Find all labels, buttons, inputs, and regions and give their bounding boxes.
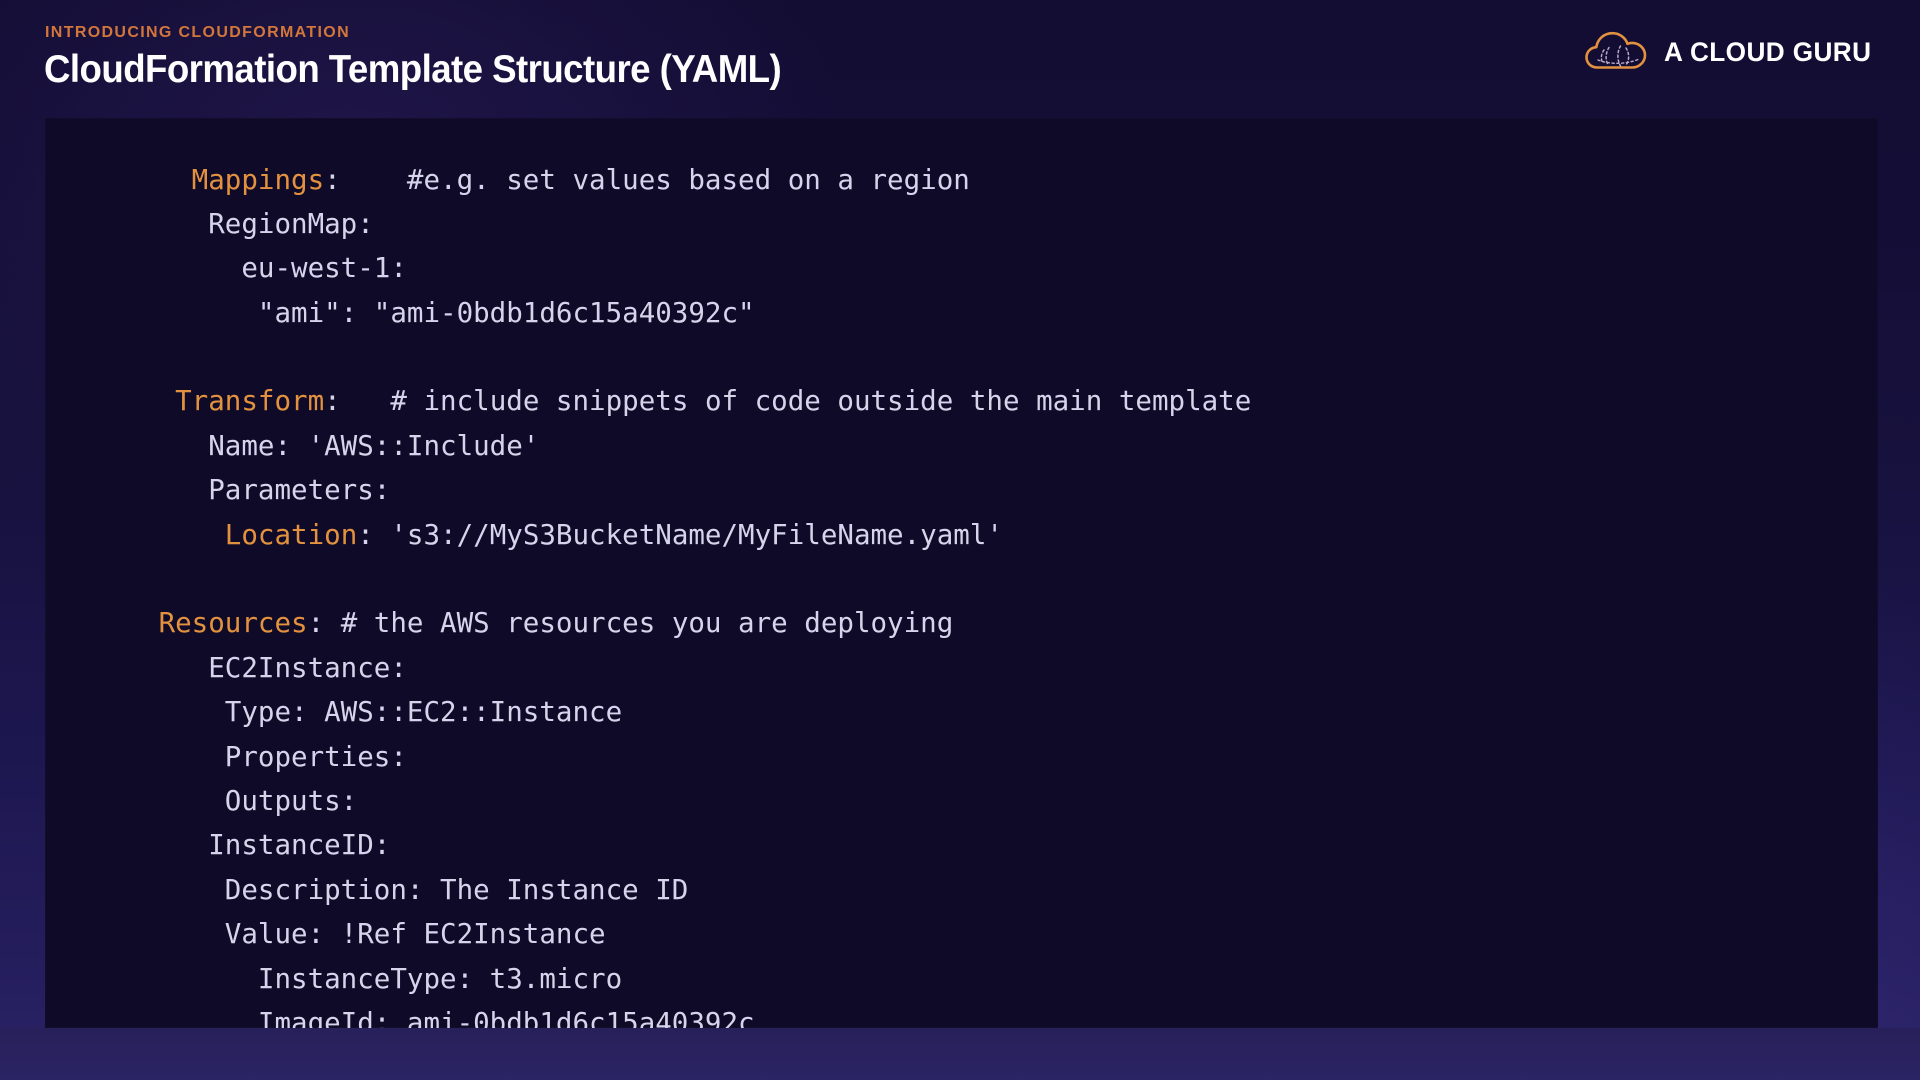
code-text: InstanceID: (142, 829, 391, 862)
code-text: : #e.g. set values based on a region (324, 163, 970, 196)
code-line: Location: 's3://MyS3BucketName/MyFileNam… (45, 513, 1878, 557)
code-text: Properties: (142, 740, 407, 773)
yaml-code-block: Mappings: #e.g. set values based on a re… (45, 146, 1878, 1046)
code-line: Resources: # the AWS resources you are d… (45, 601, 1878, 645)
slide-header: INTRODUCING CLOUDFORMATION CloudFormatio… (0, 0, 1920, 118)
code-line (45, 557, 1878, 601)
code-text: eu-west-1: (142, 252, 407, 285)
bottom-band (0, 1028, 1920, 1080)
code-panel: Mappings: #e.g. set values based on a re… (45, 118, 1878, 1039)
code-line: InstanceID: (45, 823, 1878, 867)
code-line: Parameters: (45, 468, 1878, 512)
code-text: Value: !Ref EC2Instance (142, 918, 606, 951)
brand-name: A CLOUD GURU (1664, 36, 1872, 67)
code-line: RegionMap: (45, 202, 1878, 246)
code-line: Transform: # include snippets of code ou… (45, 379, 1878, 423)
code-text: Outputs: (142, 784, 358, 817)
code-line: Value: !Ref EC2Instance (45, 912, 1878, 956)
code-key: Location (224, 518, 358, 551)
code-text: "ami": "ami-0bdb1d6c15a40392c" (142, 296, 755, 329)
code-line: Properties: (45, 735, 1878, 779)
code-text: : 's3://MyS3BucketName/MyFileName.yaml' (357, 518, 1003, 551)
brand-lockup: A CLOUD GURU (1584, 30, 1878, 74)
code-line: InstanceType: t3.micro (45, 957, 1878, 1001)
code-text: RegionMap: (142, 207, 374, 240)
page-title: CloudFormation Template Structure (YAML) (44, 48, 782, 91)
code-key: Mappings (191, 163, 325, 196)
code-text: InstanceType: t3.micro (142, 962, 623, 995)
code-line: Type: AWS::EC2::Instance (45, 690, 1878, 734)
code-text: : # include snippets of code outside the… (324, 385, 1252, 418)
code-line: Description: The Instance ID (45, 868, 1878, 912)
code-line: eu-west-1: (45, 246, 1878, 290)
code-line: "ami": "ami-0bdb1d6c15a40392c" (45, 291, 1878, 335)
cloud-outline-icon (1584, 30, 1650, 74)
code-text: : # the AWS resources you are deploying (307, 607, 954, 640)
code-line: Outputs: (45, 779, 1878, 823)
code-line: Name: 'AWS::Include' (45, 424, 1878, 468)
code-line (45, 335, 1878, 379)
code-text: Type: AWS::EC2::Instance (142, 696, 623, 729)
code-text: EC2Instance: (142, 651, 407, 684)
code-line: EC2Instance: (45, 646, 1878, 690)
eyebrow-label: INTRODUCING CLOUDFORMATION (45, 24, 350, 41)
code-key: Transform (175, 385, 325, 418)
code-line: Mappings: #e.g. set values based on a re… (45, 158, 1878, 202)
code-text: Name: 'AWS::Include' (142, 429, 540, 462)
code-text: Description: The Instance ID (142, 873, 689, 906)
code-key: Resources (158, 607, 308, 640)
code-text: Parameters: (142, 474, 391, 507)
